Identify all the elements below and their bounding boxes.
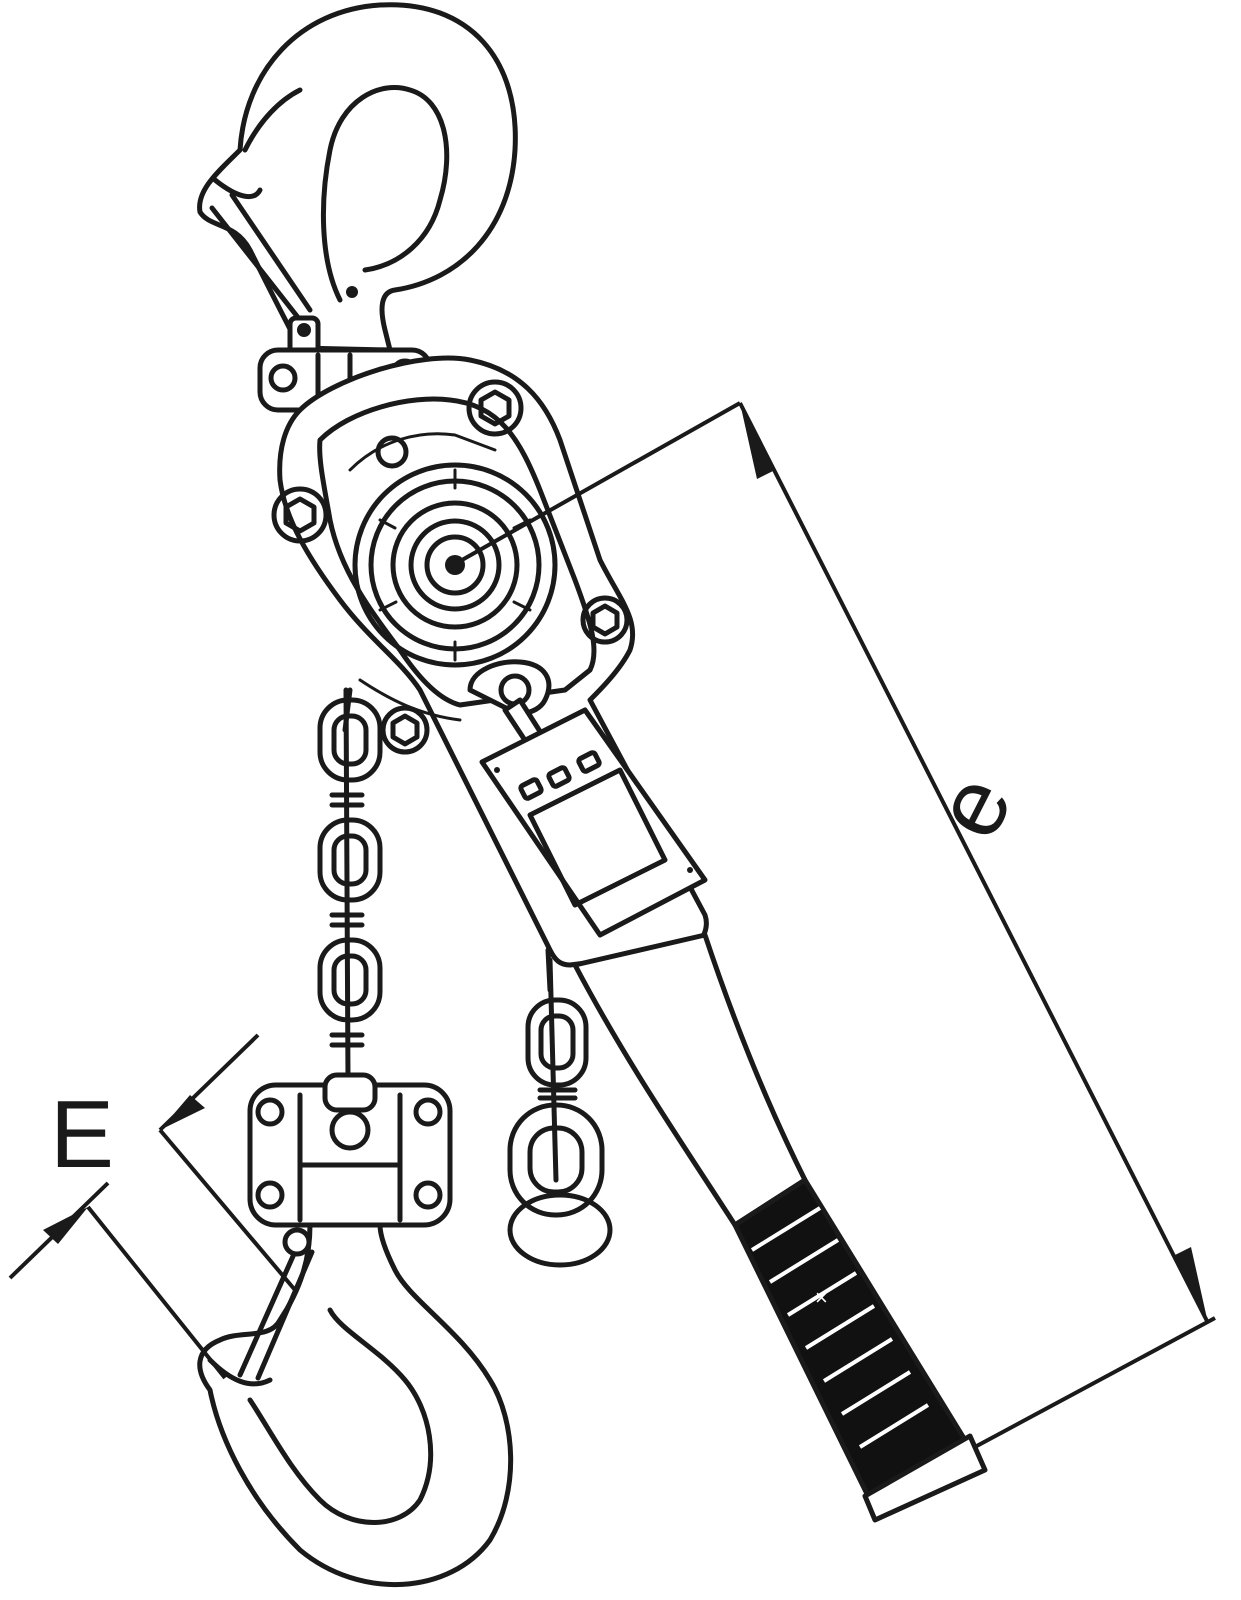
bolt-top-right [466, 379, 524, 437]
bolt-bottom [380, 705, 430, 755]
dimension-small-label: E [50, 1081, 114, 1188]
dimension-small: E [8, 1033, 297, 1380]
bolt-right [580, 595, 630, 645]
bottom-hook [197, 1222, 514, 1587]
bottom-block [247, 1072, 453, 1228]
label-plate [479, 707, 708, 938]
bolt-left [271, 486, 329, 544]
grip-end-cap [862, 1433, 988, 1523]
dimension-large-label: e [913, 758, 1033, 854]
top-hook [197, 2, 518, 361]
small-bolt-top [375, 435, 409, 469]
lever-handle: × [572, 932, 988, 1523]
load-chain-left [317, 687, 383, 1083]
grip-mark: × [815, 1285, 828, 1310]
hoist-body [271, 355, 709, 993]
direction-selector-knob [467, 659, 558, 766]
grip-ribs [750, 1206, 930, 1449]
slack-chain-right [507, 957, 613, 1268]
handle-grip [732, 1177, 968, 1503]
